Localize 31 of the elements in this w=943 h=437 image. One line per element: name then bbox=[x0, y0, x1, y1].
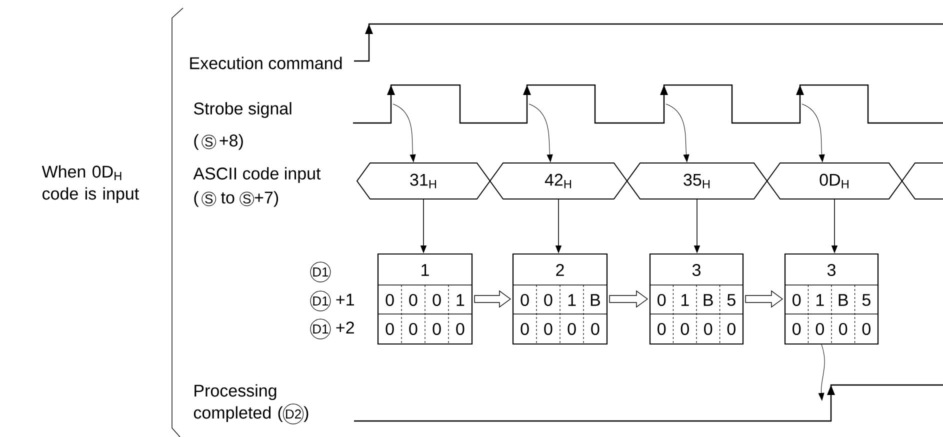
data-segment: 42$_{H}$ bbox=[489, 162, 628, 200]
label: +7) bbox=[254, 191, 278, 207]
curved-arrow bbox=[818, 344, 825, 401]
register-box: 1 0 0 0 1 0 0 0 0 bbox=[377, 253, 473, 345]
device-label: D1 bbox=[310, 262, 331, 282]
hollow-arrow bbox=[474, 290, 512, 308]
register-box: 3 0 1 B 5 0 0 0 0 bbox=[784, 253, 879, 345]
curved-arrow bbox=[802, 104, 825, 162]
signal-label: ( S to S +7) bbox=[194, 191, 278, 207]
label: S bbox=[243, 194, 251, 204]
signal-label: ASCII code input bbox=[193, 167, 321, 183]
data-segment: 35$_{H}$ bbox=[626, 162, 768, 200]
label: to bbox=[221, 192, 234, 204]
signal-label: ( S +8) bbox=[194, 134, 243, 150]
register-box: 3 0 1 B 5 0 0 0 0 bbox=[649, 253, 744, 345]
curved-arrow bbox=[392, 104, 416, 162]
data-segment: 0D$_{H}$ bbox=[766, 162, 903, 200]
label: S bbox=[205, 194, 213, 204]
curved-arrow bbox=[666, 104, 690, 162]
hollow-arrow bbox=[609, 290, 648, 308]
signal-label: Execution command bbox=[190, 56, 342, 70]
hollow-arrow bbox=[745, 290, 784, 308]
device-label: D1 +1 bbox=[310, 290, 354, 312]
signal-label: Strobe signal bbox=[194, 102, 292, 118]
side-note: When 0D$_{H}$ code is input bbox=[42, 165, 139, 204]
data-segment bbox=[901, 162, 943, 200]
curved-arrow bbox=[528, 104, 553, 162]
register-box: 2 0 0 1 B 0 0 0 0 bbox=[512, 253, 608, 345]
data-segment: 31$_{H}$ bbox=[356, 162, 491, 200]
label: ( bbox=[194, 191, 199, 207]
device-label: D1 +2 bbox=[310, 318, 354, 340]
